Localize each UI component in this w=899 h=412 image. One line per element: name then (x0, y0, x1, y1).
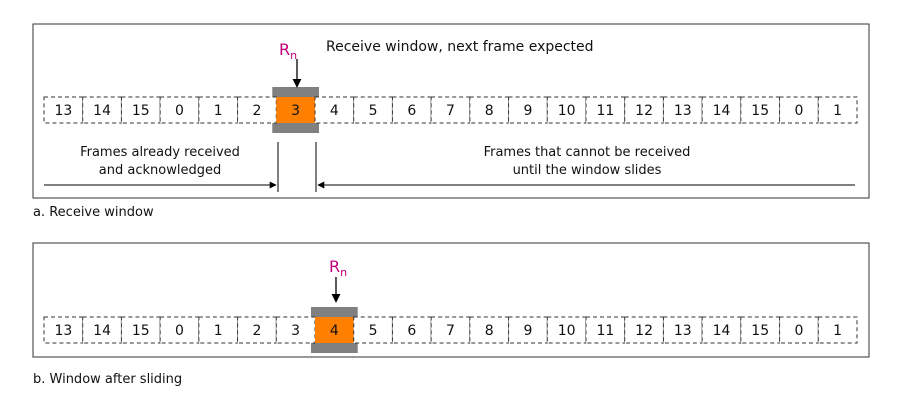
frame-cell (469, 96, 510, 124)
frame-number: 1 (214, 103, 223, 119)
frame-cell (817, 316, 858, 344)
frame-number: 6 (407, 323, 416, 339)
left-note-line2: and acknowledged (99, 163, 221, 178)
frame-number: 14 (93, 323, 111, 339)
caption-b: b. Window after sliding (33, 372, 182, 387)
frame-cell (779, 96, 819, 124)
frame-number: 15 (751, 323, 769, 339)
frame-number: 10 (558, 323, 576, 339)
frame-number: 0 (794, 103, 803, 119)
frame-cell (508, 316, 548, 344)
frame-cell (701, 316, 742, 344)
frame-cell (43, 316, 84, 344)
frame-cell (740, 96, 781, 124)
expected-frame-cell (276, 97, 315, 123)
frame-number: 5 (369, 103, 378, 119)
frame-number: 9 (523, 103, 532, 119)
frame-number: 12 (635, 103, 653, 119)
frame-number: 7 (446, 103, 455, 119)
frame-cell (43, 96, 84, 124)
frame-number: 15 (132, 323, 150, 339)
frame-number: 6 (407, 103, 416, 119)
left-note-line1: Frames already received (80, 145, 240, 160)
frame-cell (546, 96, 587, 124)
caption-a: a. Receive window (33, 205, 154, 220)
frame-cell (82, 316, 122, 344)
frame-number: 3 (291, 323, 300, 339)
frame-cell (237, 316, 277, 344)
frame-cell (662, 316, 703, 344)
frame-number: 14 (713, 103, 731, 119)
frame-cell (624, 316, 664, 344)
frame-number: 0 (794, 323, 803, 339)
frame-number: 10 (558, 103, 576, 119)
frame-cell (237, 96, 277, 124)
frame-cell (198, 316, 239, 344)
frame-cell (508, 96, 548, 124)
frame-cell (353, 316, 393, 344)
receive-pointer-label-a: Rn (279, 40, 297, 62)
frame-number: 4 (330, 103, 339, 119)
expected-frame-cell (315, 317, 354, 343)
frame-cell (817, 96, 858, 124)
frame-number: 1 (833, 323, 842, 339)
frame-number: 9 (523, 323, 532, 339)
frame-number: 13 (674, 323, 692, 339)
frame-cell (159, 96, 200, 124)
receive-pointer-label-b: Rn (329, 257, 347, 279)
receive-pointer-subscript-a: n (290, 49, 297, 62)
panel-a-border (32, 23, 870, 199)
right-note-line1: Frames that cannot be received (484, 145, 691, 160)
frame-number: 15 (751, 103, 769, 119)
frame-number: 13 (54, 323, 72, 339)
frame-number: 1 (214, 323, 223, 339)
frame-cell (391, 316, 432, 344)
frame-number: 13 (54, 103, 72, 119)
frame-number: 12 (635, 323, 653, 339)
panel-b-border (32, 242, 870, 358)
right-note-line2: until the window slides (513, 163, 662, 178)
frame-number: 15 (132, 103, 150, 119)
frame-number: 0 (175, 323, 184, 339)
frame-cell (391, 96, 432, 124)
frame-number: 14 (713, 323, 731, 339)
frame-number: 0 (175, 103, 184, 119)
frame-number: 4 (330, 323, 339, 339)
frame-number: 14 (93, 103, 111, 119)
receive-pointer-subscript-b: n (340, 266, 347, 279)
frame-number: 2 (252, 323, 261, 339)
frame-number: 2 (252, 103, 261, 119)
frame-number: 13 (674, 103, 692, 119)
frame-number: 7 (446, 323, 455, 339)
frame-cell (198, 96, 239, 124)
frame-number: 3 (291, 103, 300, 119)
window-title: Receive window, next frame expected (326, 39, 594, 55)
frame-number: 8 (485, 103, 494, 119)
frame-number: 1 (833, 103, 842, 119)
frame-number: 11 (596, 103, 614, 119)
frame-cell (353, 96, 393, 124)
frame-number: 8 (485, 323, 494, 339)
frame-number: 5 (369, 323, 378, 339)
frame-number: 11 (596, 323, 614, 339)
